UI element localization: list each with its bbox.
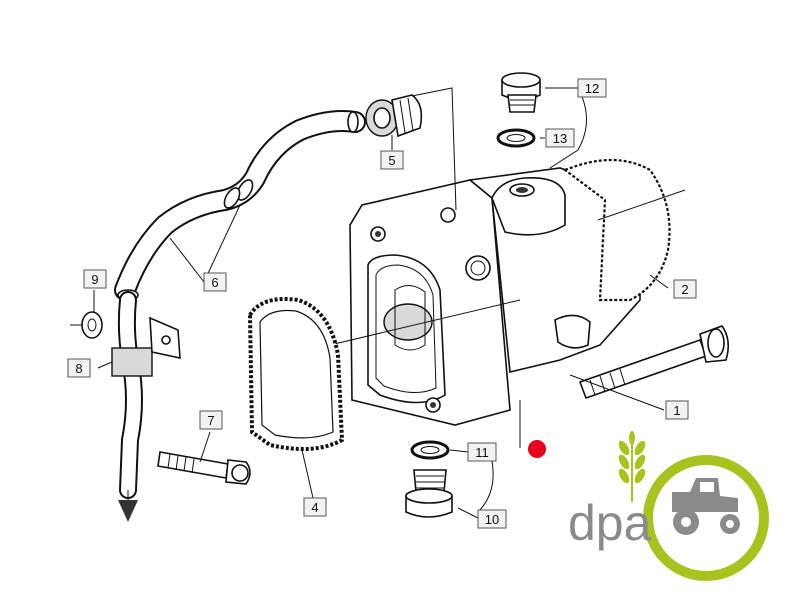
- svg-text:5: 5: [388, 153, 395, 168]
- svg-text:8: 8: [75, 361, 82, 376]
- bolt-part-12: [501, 72, 541, 113]
- callout-10: 10: [477, 509, 507, 529]
- thermostat-housing: [329, 158, 686, 426]
- svg-text:6: 6: [211, 275, 218, 290]
- svg-text:13: 13: [553, 131, 567, 146]
- coolant-hose-part-6: [114, 110, 366, 301]
- washer-part-11: [410, 440, 450, 460]
- svg-text:2: 2: [681, 282, 688, 297]
- dpa-logo: dpa: [568, 431, 769, 581]
- thermostat-part-5: [365, 94, 423, 138]
- callout-12: 12: [577, 78, 607, 98]
- ring-part-9: [70, 311, 103, 339]
- svg-text:4: 4: [311, 500, 318, 515]
- svg-text:12: 12: [585, 81, 599, 96]
- logo-text: dpa: [568, 495, 652, 551]
- svg-text:11: 11: [475, 445, 489, 460]
- plug-part-10: [405, 469, 453, 518]
- callout-5: 5: [380, 150, 404, 170]
- svg-text:7: 7: [207, 413, 214, 428]
- callout-13: 13: [545, 128, 575, 148]
- callout-6: 6: [203, 272, 227, 292]
- logo-ring-icon: [643, 455, 769, 581]
- callout-8: 8: [67, 358, 91, 378]
- bolt-part-7: [157, 451, 251, 485]
- callout-2: 2: [673, 279, 697, 299]
- svg-text:9: 9: [91, 272, 98, 287]
- tractor-icon: [672, 478, 740, 535]
- svg-text:1: 1: [673, 403, 680, 418]
- callout-9: 9: [83, 269, 107, 289]
- svg-text:10: 10: [485, 512, 499, 527]
- callout-4: 4: [303, 497, 327, 517]
- gasket-part-4: [247, 297, 345, 451]
- bolt-part-1: [578, 325, 730, 400]
- washer-part-13: [496, 128, 536, 148]
- callout-7: 7: [199, 410, 223, 430]
- callout-1: 1: [665, 400, 689, 420]
- callout-11: 11: [467, 442, 497, 462]
- wheat-icon: [618, 431, 646, 502]
- highlight-dot: [528, 440, 546, 458]
- pipe-bracket-part-8: [111, 291, 181, 522]
